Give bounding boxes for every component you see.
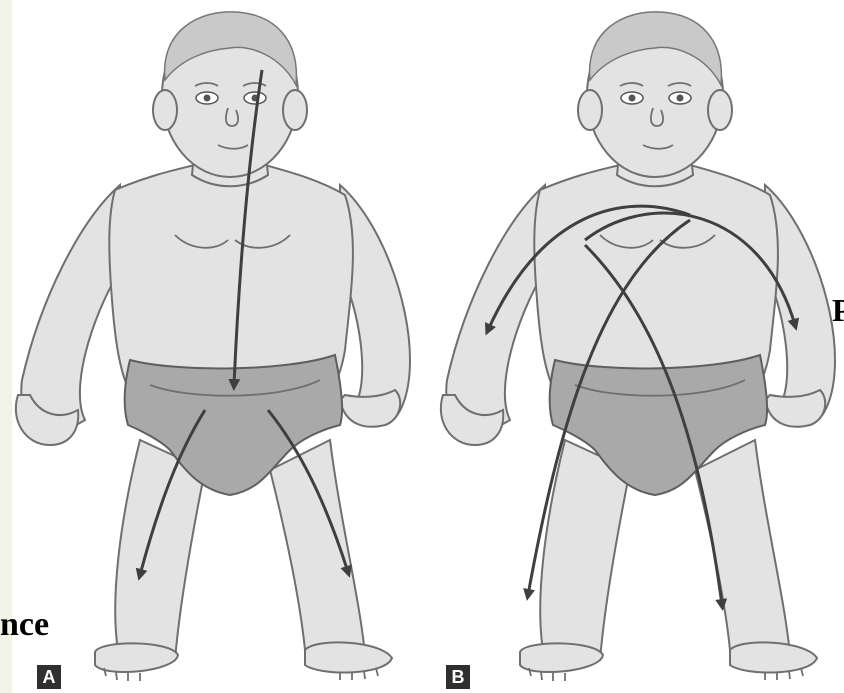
panel-label-a: A (37, 665, 61, 689)
panel-label-b: B (446, 665, 470, 689)
baby-figure-b (441, 12, 835, 681)
cropped-text-right: P (832, 292, 844, 329)
baby-figure-a (16, 12, 410, 681)
cropped-text-left: nce (0, 606, 49, 644)
